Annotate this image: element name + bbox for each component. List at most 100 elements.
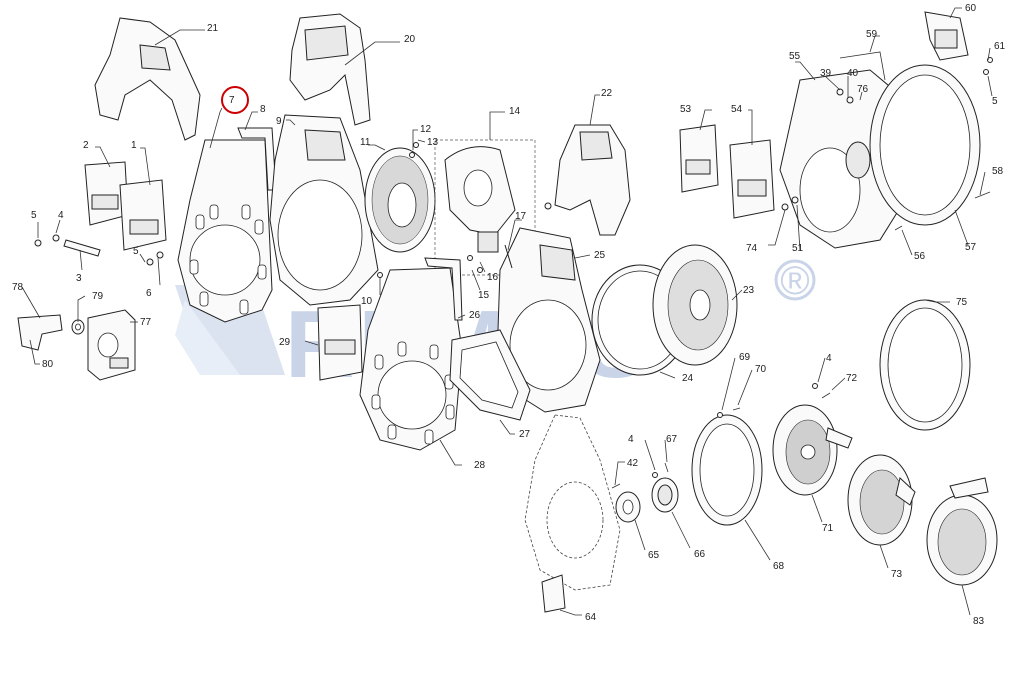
label-12[interactable]: 12: [420, 124, 432, 135]
label-68[interactable]: 68: [773, 561, 785, 572]
label-65[interactable]: 65: [648, 550, 660, 561]
label-9[interactable]: 9: [276, 116, 282, 127]
label-61[interactable]: 61: [994, 41, 1006, 52]
label-17[interactable]: 17: [515, 211, 527, 222]
label-76[interactable]: 76: [857, 84, 869, 95]
label-72[interactable]: 72: [846, 373, 858, 384]
label-66[interactable]: 66: [694, 549, 706, 560]
label-71[interactable]: 71: [822, 523, 834, 534]
label-4-right[interactable]: 4: [826, 353, 832, 364]
label-75[interactable]: 75: [956, 297, 968, 308]
part-8-gasket: [237, 127, 277, 191]
part-79-washer: [71, 319, 85, 335]
label-40[interactable]: 40: [847, 68, 859, 79]
label-74[interactable]: 74: [746, 243, 758, 254]
part-54-bracket: [729, 139, 775, 219]
label-5-mid[interactable]: 5: [133, 246, 139, 257]
label-24[interactable]: 24: [682, 373, 694, 384]
part-22-shroud: [554, 124, 631, 236]
part-59-rod: [839, 51, 886, 81]
part-25-housing: [497, 227, 601, 413]
part-65-bearing: [615, 491, 641, 523]
highlight-circle-part-7: [221, 86, 249, 114]
part-66-bearing: [651, 477, 679, 513]
label-23[interactable]: 23: [743, 285, 755, 296]
label-53[interactable]: 53: [680, 104, 692, 115]
label-20[interactable]: 20: [404, 34, 416, 45]
label-57[interactable]: 57: [965, 242, 977, 253]
part-73-starter-cover: [847, 454, 916, 546]
label-55[interactable]: 55: [789, 51, 801, 62]
part-64-plate: [524, 414, 621, 613]
label-77[interactable]: 77: [140, 317, 152, 328]
label-29[interactable]: 29: [279, 337, 291, 348]
label-78[interactable]: 78: [12, 282, 24, 293]
label-22[interactable]: 22: [601, 88, 613, 99]
part-78-bracket: [17, 314, 63, 351]
label-64[interactable]: 64: [585, 612, 597, 623]
part-21-shroud: [94, 17, 201, 141]
label-13[interactable]: 13: [427, 137, 439, 148]
label-4-center[interactable]: 4: [628, 434, 634, 445]
label-1[interactable]: 1: [131, 140, 137, 151]
part-2-bracket: [84, 161, 129, 226]
part-3-clip: [63, 239, 101, 257]
part-60-bracket: [924, 11, 969, 61]
label-58[interactable]: 58: [992, 166, 1004, 177]
label-54[interactable]: 54: [731, 104, 743, 115]
label-5-left[interactable]: 5: [31, 210, 37, 221]
label-73[interactable]: 73: [891, 569, 903, 580]
label-15[interactable]: 15: [478, 290, 490, 301]
label-83[interactable]: 83: [973, 616, 985, 627]
part-20-shroud: [289, 13, 371, 126]
part-14-fan-cover-group: [434, 139, 536, 276]
label-59[interactable]: 59: [866, 29, 878, 40]
label-26[interactable]: 26: [469, 310, 481, 321]
part-28-plate: [359, 267, 463, 451]
label-28[interactable]: 28: [474, 460, 486, 471]
label-14[interactable]: 14: [509, 106, 521, 117]
label-5-right[interactable]: 5: [992, 96, 998, 107]
part-68-ring: [691, 414, 763, 526]
part-77-box: [87, 309, 136, 381]
part-75-ring: [879, 299, 971, 431]
part-57-gasket: [869, 64, 981, 226]
part-labels: 21 20 7 8 9 2 1 11 12 13 14 22 5 4 3 5 6…: [12, 3, 1006, 627]
label-2[interactable]: 2: [83, 140, 89, 151]
label-51[interactable]: 51: [792, 243, 804, 254]
label-16[interactable]: 16: [487, 272, 499, 283]
label-39[interactable]: 39: [820, 68, 832, 79]
part-83-starter-cover: [926, 477, 998, 586]
label-70[interactable]: 70: [755, 364, 767, 375]
label-25[interactable]: 25: [594, 250, 606, 261]
label-60[interactable]: 60: [965, 3, 977, 14]
label-21[interactable]: 21: [207, 23, 219, 34]
watermark-registered-mark: ®: [780, 259, 809, 303]
fasteners: [34, 57, 993, 489]
part-23-cover: [652, 244, 738, 366]
label-69[interactable]: 69: [739, 352, 751, 363]
part-26-gasket: [424, 257, 463, 321]
part-53-bracket: [679, 124, 719, 193]
label-80[interactable]: 80: [42, 359, 54, 370]
part-9-housing: [269, 114, 379, 306]
label-10[interactable]: 10: [361, 296, 373, 307]
part-11-screen: [364, 147, 436, 253]
leader-lines: [21, 7, 993, 616]
label-8[interactable]: 8: [260, 104, 266, 115]
label-42[interactable]: 42: [627, 458, 639, 469]
label-4-left[interactable]: 4: [58, 210, 64, 221]
label-79[interactable]: 79: [92, 291, 104, 302]
label-3[interactable]: 3: [76, 273, 82, 284]
part-29-bracket: [317, 304, 363, 381]
part-1-bracket: [119, 179, 167, 251]
label-56[interactable]: 56: [914, 251, 926, 262]
part-71-starter-cover: [772, 404, 853, 496]
label-67[interactable]: 67: [666, 434, 678, 445]
label-27[interactable]: 27: [519, 429, 531, 440]
label-7[interactable]: 7: [229, 95, 235, 106]
part-7-back-plate: [177, 139, 273, 323]
label-6[interactable]: 6: [146, 288, 152, 299]
label-11[interactable]: 11: [360, 137, 371, 148]
